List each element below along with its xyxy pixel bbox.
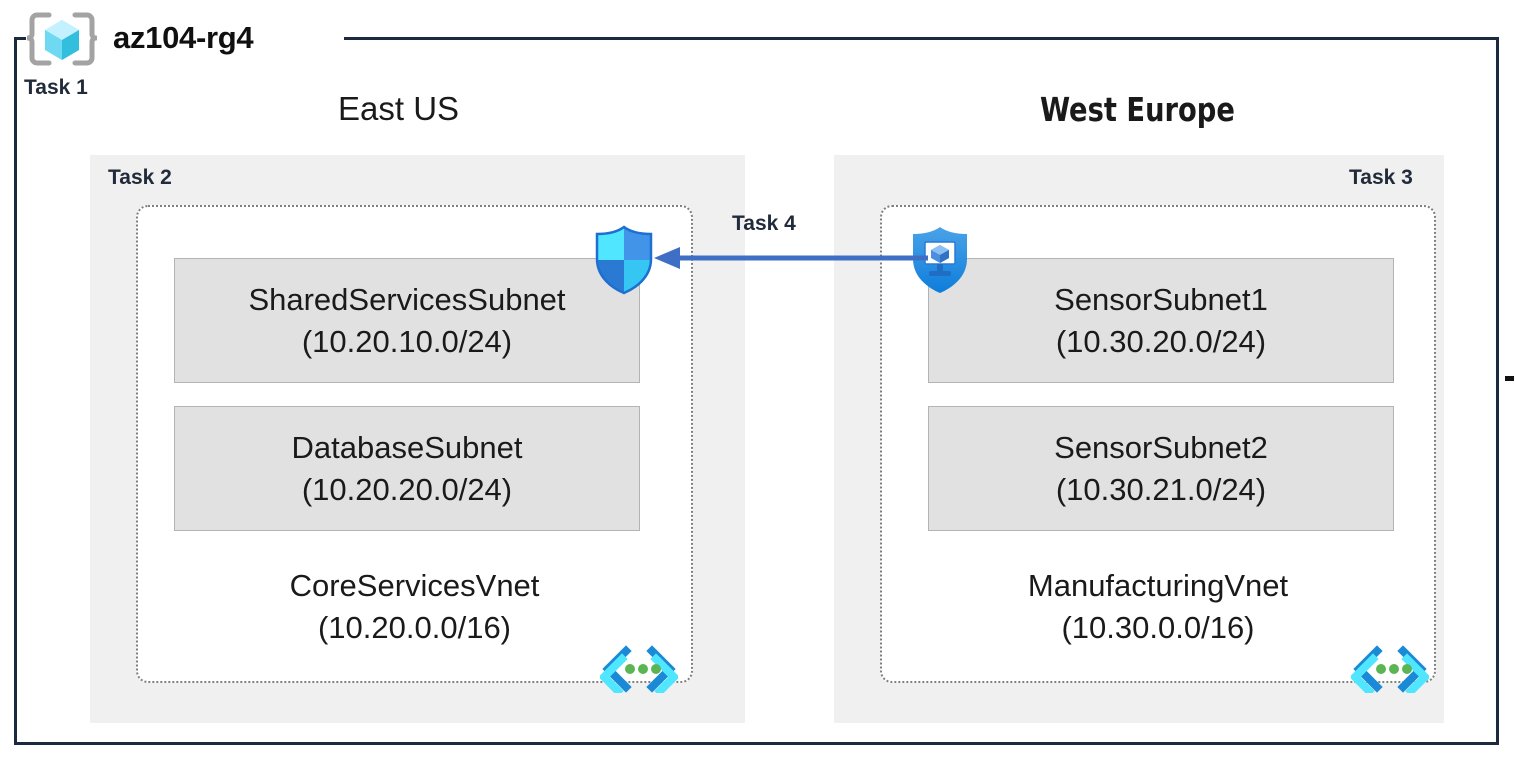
bastion-shield-vm-icon: [908, 225, 972, 295]
resource-group-cube-icon: [25, 12, 99, 68]
vnet-core-services-caption: CoreServicesVnet (10.20.0.0/16): [138, 565, 691, 649]
resource-group-name: az104-rg4: [113, 20, 254, 55]
shield-firewall-icon: [592, 225, 656, 295]
subnet-sensor-1-name: SensorSubnet1: [1054, 282, 1268, 318]
vnet-manufacturing-caption: ManufacturingVnet (10.30.0.0/16): [882, 565, 1434, 649]
region-label-east-us: East US: [338, 90, 460, 127]
vnet-manufacturing-name: ManufacturingVnet: [1027, 568, 1289, 603]
subnet-database-cidr: (10.20.20.0/24): [301, 471, 513, 507]
region-label-west-europe: West Europe: [1040, 90, 1235, 129]
subnet-database: DatabaseSubnet (10.20.20.0/24): [174, 406, 640, 531]
subnet-database-name: DatabaseSubnet: [291, 430, 523, 466]
subnet-sensor-2-cidr: (10.30.21.0/24): [1055, 471, 1267, 507]
vnet-core-services-name: CoreServicesVnet: [289, 568, 540, 603]
task-label-2: Task 2: [108, 166, 172, 189]
task-label-3: Task 3: [1349, 166, 1413, 189]
vnet-peering-arrow: [650, 238, 930, 278]
subnet-sensor-2-name: SensorSubnet2: [1054, 430, 1268, 466]
virtual-network-icon: [1349, 645, 1431, 697]
subnet-sensor-1: SensorSubnet1 (10.30.20.0/24): [928, 258, 1394, 383]
task-label-1: Task 1: [24, 76, 88, 99]
subnet-shared-services-name: SharedServicesSubnet: [248, 282, 566, 318]
subnet-sensor-2: SensorSubnet2 (10.30.21.0/24): [928, 406, 1394, 531]
task-label-4: Task 4: [732, 212, 796, 235]
vnet-manufacturing-cidr: (10.30.0.0/16): [1061, 610, 1255, 646]
subnet-sensor-1-cidr: (10.30.20.0/24): [1055, 323, 1267, 359]
vnet-core-services-cidr: (10.20.0.0/16): [317, 610, 512, 646]
subnet-shared-services-cidr: (10.20.10.0/24): [301, 323, 513, 359]
edge-mark: [1505, 376, 1514, 381]
subnet-shared-services: SharedServicesSubnet (10.20.10.0/24): [174, 258, 640, 383]
resource-group-container: [14, 37, 1499, 745]
virtual-network-icon: [598, 645, 680, 697]
